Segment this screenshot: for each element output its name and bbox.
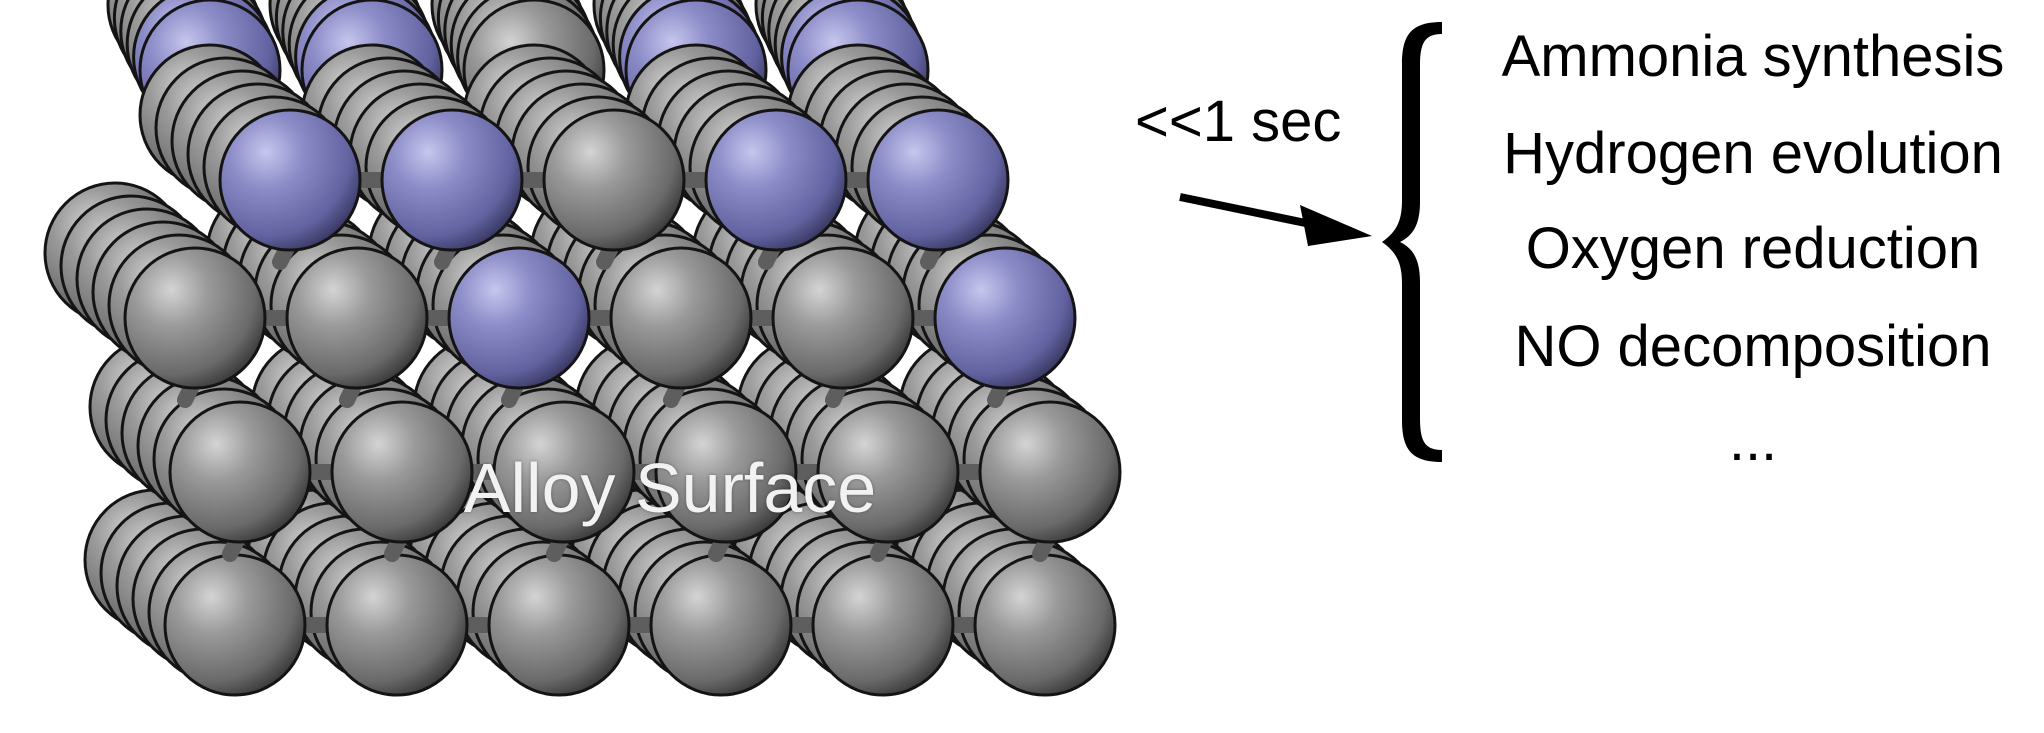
reaction-no-decomposition: NO decomposition <box>1514 314 1992 379</box>
host-atom <box>285 246 429 390</box>
host-atom <box>973 553 1117 697</box>
annotation-group <box>1179 22 1442 462</box>
host-atom <box>330 400 474 544</box>
host-atom <box>771 246 915 390</box>
left-curly-brace-icon <box>1382 22 1442 462</box>
dopant-atom <box>866 108 1010 252</box>
dopant-atom <box>380 108 524 252</box>
dopant-atom <box>704 108 848 252</box>
host-atom <box>163 553 307 697</box>
right-arrow-icon <box>1179 193 1372 246</box>
atom-lattice <box>43 0 1122 697</box>
dopant-atom <box>933 246 1077 390</box>
reaction-ellipsis: ... <box>1728 408 1778 473</box>
surface-label: Alloy Surface <box>463 449 877 527</box>
reaction-oxygen-reduction: Oxygen reduction <box>1525 216 1981 281</box>
host-atom <box>168 400 312 544</box>
host-atom <box>649 553 793 697</box>
host-atom <box>542 108 686 252</box>
host-atom <box>978 400 1122 544</box>
host-atom <box>816 400 960 544</box>
dopant-atom <box>218 108 362 252</box>
host-atom <box>811 553 955 697</box>
host-atom <box>492 400 636 544</box>
dopant-atom <box>447 246 591 390</box>
host-atom <box>609 246 753 390</box>
time-label: <<1 sec <box>1135 89 1342 154</box>
reaction-ammonia-synthesis: Ammonia synthesis <box>1501 24 2005 89</box>
reaction-hydrogen-evolution: Hydrogen evolution <box>1503 121 2003 186</box>
host-atom <box>654 400 798 544</box>
host-atom <box>487 553 631 697</box>
host-atom <box>325 553 469 697</box>
host-atom <box>123 246 267 390</box>
